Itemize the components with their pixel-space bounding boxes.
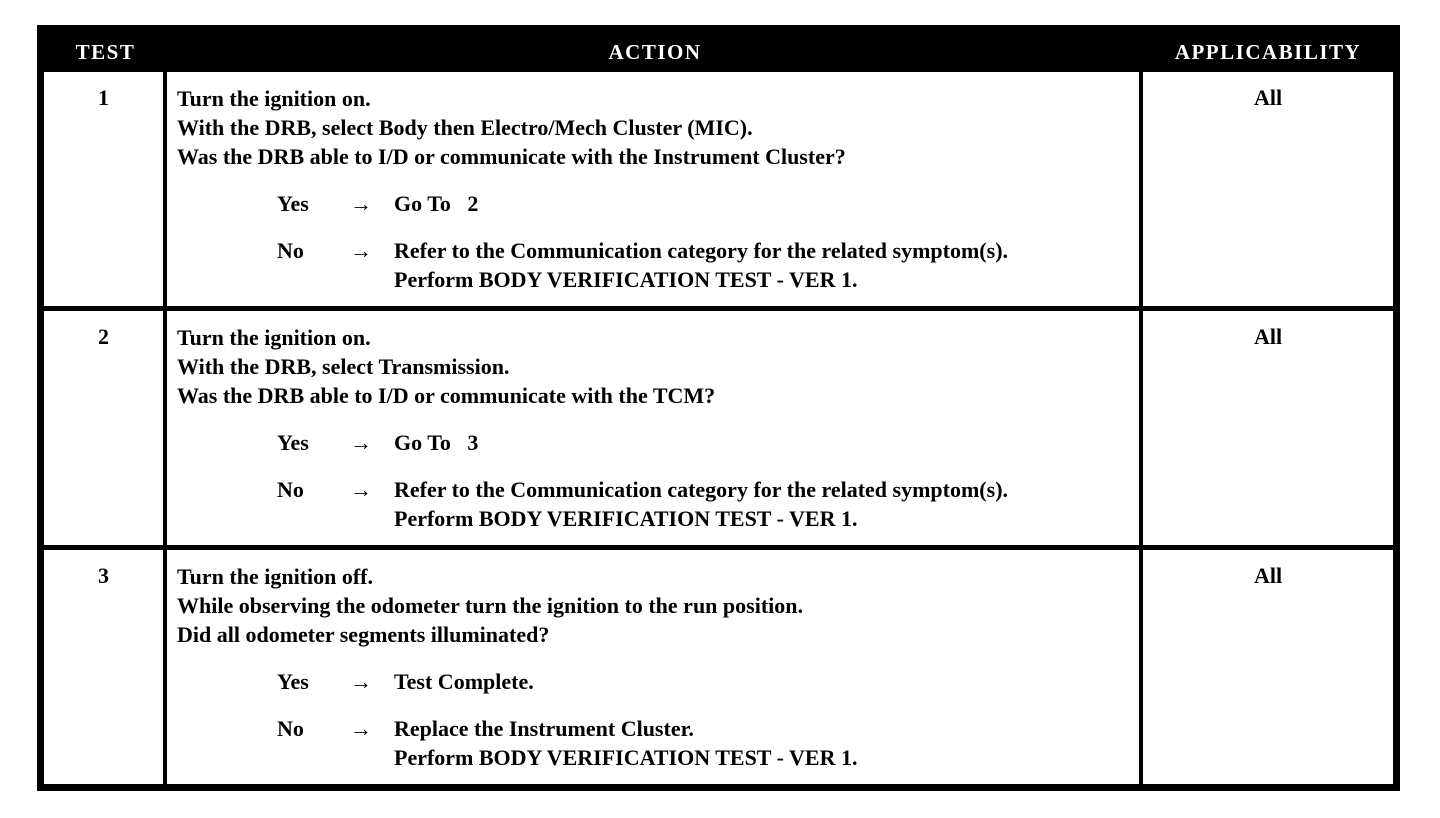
branch-result: Refer to the Communication category for … xyxy=(394,236,1133,294)
column-header-applicability: APPLICABILITY xyxy=(1174,39,1362,64)
arrow-right-icon: → xyxy=(350,477,372,502)
action-line: Was the DRB able to I/D or communicate w… xyxy=(177,383,716,408)
branch-result: Test Complete. xyxy=(394,667,1133,696)
action-line: Turn the ignition on. xyxy=(177,86,371,111)
branch-result: Go To 2 xyxy=(394,189,1133,218)
no-branch: No → Refer to the Communication category… xyxy=(177,475,1133,533)
branch-label-no: No xyxy=(277,238,304,263)
action-line: Turn the ignition on. xyxy=(177,325,371,350)
branch-line: Test Complete. xyxy=(394,669,534,694)
arrow-right-icon: → xyxy=(350,430,372,455)
arrow-right-icon: → xyxy=(350,238,372,263)
branch-result: Refer to the Communication category for … xyxy=(394,475,1133,533)
table-row-test-1: 1 Turn the ignition on. With the DRB, se… xyxy=(44,72,1393,306)
branch-line: Replace the Instrument Cluster. xyxy=(394,716,694,741)
branch-result: Go To 3 xyxy=(394,428,1133,457)
table-header-row: TEST ACTION APPLICABILITY xyxy=(44,32,1393,72)
branch-label-no: No xyxy=(277,477,304,502)
table-row-test-3: 3 Turn the ignition off. While observing… xyxy=(44,545,1393,784)
branch-line: Perform BODY VERIFICATION TEST - VER 1. xyxy=(394,267,858,292)
column-header-test: TEST xyxy=(75,39,136,64)
branch-result: Replace the Instrument Cluster. Perform … xyxy=(394,714,1133,772)
action-line: While observing the odometer turn the ig… xyxy=(177,593,804,618)
diagnostic-test-table: TEST ACTION APPLICABILITY 1 Turn the ign… xyxy=(37,25,1400,791)
yes-branch: Yes → Go To 2 xyxy=(177,189,1133,218)
branch-line: Perform BODY VERIFICATION TEST - VER 1. xyxy=(394,745,858,770)
action-line: Was the DRB able to I/D or communicate w… xyxy=(177,144,846,169)
action-line: Did all odometer segments illuminated? xyxy=(177,622,550,647)
branch-label-yes: Yes xyxy=(277,430,309,455)
action-cell: Turn the ignition on. With the DRB, sele… xyxy=(167,311,1143,545)
action-line: With the DRB, select Body then Electro/M… xyxy=(177,115,753,140)
branch-label-yes: Yes xyxy=(277,669,309,694)
branch-line: Perform BODY VERIFICATION TEST - VER 1. xyxy=(394,506,858,531)
arrow-right-icon: → xyxy=(350,669,372,694)
action-cell: Turn the ignition on. With the DRB, sele… xyxy=(167,72,1143,306)
branch-label-yes: Yes xyxy=(277,191,309,216)
column-header-action: ACTION xyxy=(608,39,702,64)
table-row-test-2: 2 Turn the ignition on. With the DRB, se… xyxy=(44,306,1393,545)
action-line: With the DRB, select Transmission. xyxy=(177,354,510,379)
branch-line: Refer to the Communication category for … xyxy=(394,238,1009,263)
action-line: Turn the ignition off. xyxy=(177,564,374,589)
no-branch: No → Replace the Instrument Cluster. Per… xyxy=(177,714,1133,772)
action-cell: Turn the ignition off. While observing t… xyxy=(167,550,1143,784)
test-number: 1 xyxy=(44,72,167,306)
yes-branch: Yes → Test Complete. xyxy=(177,667,1133,696)
test-number: 3 xyxy=(44,550,167,784)
branch-line: Go To 2 xyxy=(394,191,479,216)
arrow-right-icon: → xyxy=(350,191,372,216)
applicability-cell: All xyxy=(1253,324,1283,349)
arrow-right-icon: → xyxy=(350,716,372,741)
branch-label-no: No xyxy=(277,716,304,741)
applicability-cell: All xyxy=(1253,85,1283,110)
yes-branch: Yes → Go To 3 xyxy=(177,428,1133,457)
no-branch: No → Refer to the Communication category… xyxy=(177,236,1133,294)
applicability-cell: All xyxy=(1253,563,1283,588)
branch-line: Refer to the Communication category for … xyxy=(394,477,1009,502)
test-number: 2 xyxy=(44,311,167,545)
branch-line: Go To 3 xyxy=(394,430,479,455)
